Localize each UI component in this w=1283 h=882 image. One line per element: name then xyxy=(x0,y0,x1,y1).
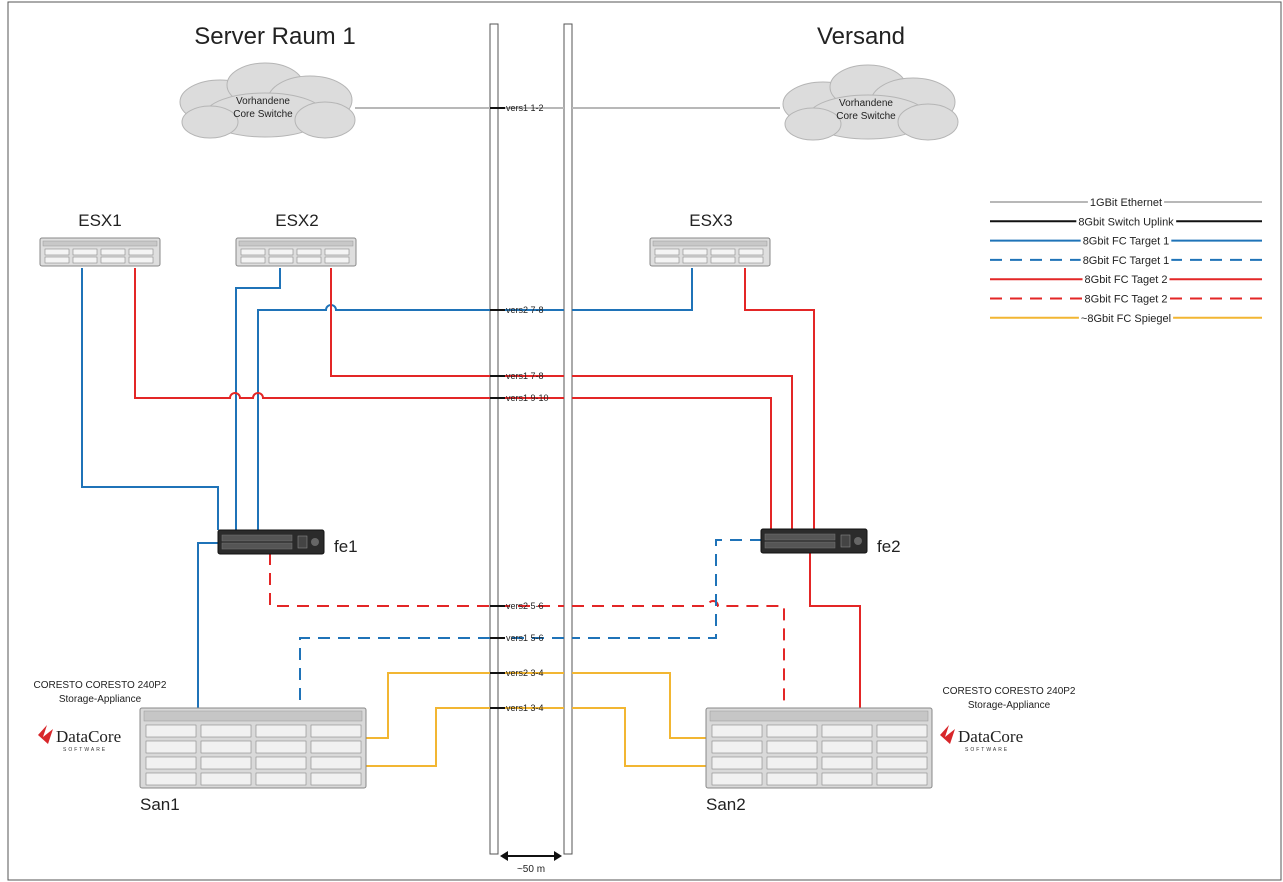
legend-label-bg xyxy=(1082,274,1170,287)
link-label-vers1-910: vers1 9-10 xyxy=(506,393,549,403)
fe2-san1-blue-dashed xyxy=(299,539,762,710)
legend-item: 8Gbit FC Target 1 xyxy=(990,254,1262,267)
core-switch-cloud-right: Vorhandene Core Switche xyxy=(782,64,959,141)
fc-switch-fe1 xyxy=(217,529,325,555)
legend-label-bg xyxy=(1080,254,1172,267)
legend-item: 8Gbit FC Taget 2 xyxy=(990,274,1262,287)
server-esx2 xyxy=(235,237,357,267)
storage-san2 xyxy=(705,707,933,789)
legend-label: 8Gbit FC Target 1 xyxy=(1083,255,1170,267)
outer-frame xyxy=(7,1,1282,881)
distance-marker: ~50 m xyxy=(500,851,562,875)
legend-item: 8Gbit Switch Uplink xyxy=(990,216,1262,229)
storage-right-line1: CORESTO CORESTO 240P2 xyxy=(942,686,1075,697)
storage-san1 xyxy=(139,707,367,789)
legend-label: ~8Gbit FC Spiegel xyxy=(1081,313,1171,325)
legend-label-bg xyxy=(1080,235,1172,248)
location-title-left: Server Raum 1 xyxy=(194,23,355,50)
distance-label: ~50 m xyxy=(517,864,545,875)
datacore-brand-text: DataCore xyxy=(56,727,121,746)
datacore-brand-sub: SOFTWARE xyxy=(63,747,107,753)
legend-item: ~8Gbit FC Spiegel xyxy=(990,312,1262,325)
link-label-vers1-12: vers1 1-2 xyxy=(506,103,544,113)
mirror-vers2-34 xyxy=(365,672,706,739)
fe1-san2-red-dashed xyxy=(269,553,785,710)
legend-item: 1GBit Ethernet xyxy=(990,197,1262,209)
fe2-san2-red xyxy=(809,553,861,710)
link-label-vers1-56: vers1 5-6 xyxy=(506,633,544,643)
cloud-label-line2: Core Switche xyxy=(233,109,293,120)
legend-label-bg xyxy=(1087,197,1165,209)
host-label-fe1: fe1 xyxy=(334,537,358,556)
legend-item: 8Gbit FC Target 1 xyxy=(990,235,1262,248)
esx3-fe2-red xyxy=(744,268,815,530)
cloud-label-line1: Vorhandene xyxy=(839,98,893,109)
link-label-vers2-56: vers2 5-6 xyxy=(506,601,544,611)
wall-right xyxy=(563,23,573,855)
legend-label-bg xyxy=(1078,312,1174,325)
datacore-mark-icon xyxy=(38,725,53,744)
legend-item: 8Gbit FC Taget 2 xyxy=(990,293,1262,306)
host-label-fe2: fe2 xyxy=(877,537,901,556)
datacore-mark-icon xyxy=(940,725,955,744)
datacore-logo-right: DataCore SOFTWARE xyxy=(940,725,1023,753)
wall-left xyxy=(489,23,499,855)
legend-label: 8Gbit FC Taget 2 xyxy=(1085,294,1168,306)
location-title-right: Versand xyxy=(817,23,905,50)
legend-label: 8Gbit FC Target 1 xyxy=(1083,236,1170,248)
arrow-left-icon xyxy=(500,851,508,861)
esx1-fe1-blue xyxy=(81,268,219,530)
datacore-logo-left: DataCore SOFTWARE xyxy=(38,725,121,753)
legend-label-bg xyxy=(1076,216,1177,229)
cloud-label-line2: Core Switche xyxy=(836,111,896,122)
link-label-vers1-78: vers1 7-8 xyxy=(506,371,544,381)
datacore-brand-sub: SOFTWARE xyxy=(965,747,1009,753)
link-label-vers2-78: vers2 7-8 xyxy=(506,305,544,315)
cloud-label-line1: Vorhandene xyxy=(236,96,290,107)
core-switch-cloud-left: Vorhandene Core Switche xyxy=(179,62,356,139)
legend-label: 8Gbit Switch Uplink xyxy=(1078,216,1174,228)
legend-label: 8Gbit FC Taget 2 xyxy=(1085,274,1168,286)
fe1-san1-blue xyxy=(197,542,218,710)
link-label-vers1-34: vers1 3-4 xyxy=(506,703,544,713)
mirror-vers1-34 xyxy=(365,707,706,767)
fc-switch-fe2 xyxy=(760,528,868,554)
legend-label: 1GBit Ethernet xyxy=(1090,197,1162,209)
legend-label-bg xyxy=(1082,293,1170,306)
esx2-fe2-red xyxy=(330,268,793,530)
link-label-vers2-34: vers2 3-4 xyxy=(506,668,544,678)
host-label-esx3: ESX3 xyxy=(689,211,732,230)
link-labels: vers1 1-2 vers2 7-8 vers1 7-8 vers1 9-10… xyxy=(490,103,549,713)
server-esx1 xyxy=(39,237,161,267)
storage-left-line2: Storage-Appliance xyxy=(59,694,142,705)
host-label-esx2: ESX2 xyxy=(275,211,318,230)
server-esx3 xyxy=(649,237,771,267)
esx2-fe1-blue xyxy=(235,268,281,530)
storage-right-line2: Storage-Appliance xyxy=(968,700,1051,711)
arrow-right-icon xyxy=(554,851,562,861)
esx1-fe2-red xyxy=(134,268,772,530)
datacore-brand-text: DataCore xyxy=(958,727,1023,746)
host-label-esx1: ESX1 xyxy=(78,211,121,230)
storage-left-line1: CORESTO CORESTO 240P2 xyxy=(33,680,166,691)
legend: 1GBit Ethernet 8Gbit Switch Uplink 8Gbit F… xyxy=(990,197,1262,325)
host-label-san1: San1 xyxy=(140,795,180,814)
host-label-san2: San2 xyxy=(706,795,746,814)
